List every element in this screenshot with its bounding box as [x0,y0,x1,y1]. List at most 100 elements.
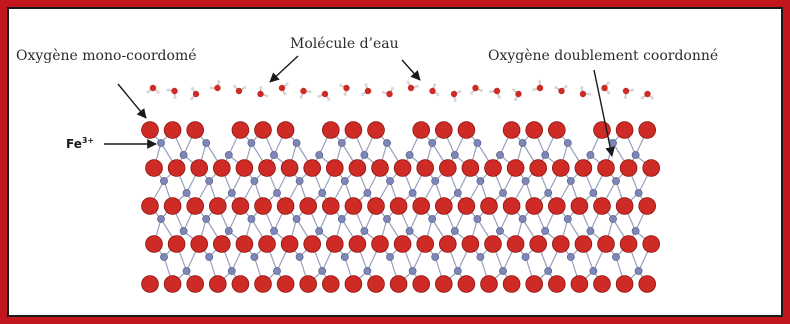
iron-atom [157,139,165,147]
iron-atom [518,139,527,147]
oxygen-atom [213,159,231,177]
iron-atom [476,253,485,261]
oxygen-atom [393,235,412,253]
water-molecule [299,87,312,99]
oxygen-atom [367,121,385,139]
water-hydrogen [458,89,462,94]
iron-atom [450,227,459,235]
water-oxygen [644,90,651,98]
water-hydrogen [156,90,160,94]
oxygen-atom [367,275,385,293]
oxygen-atom [480,275,498,293]
oxygen-atom [412,197,431,215]
arrow-doubly-coordinated-oxygen [593,69,615,157]
water-hydrogen [327,97,331,101]
water-hydrogen [339,83,343,87]
water-molecule [532,80,544,92]
arrow-water-molecule-left [269,55,299,83]
water-molecule [360,83,372,96]
oxygen-atom [461,235,480,253]
oxygen-atom [615,197,634,215]
iron-atoms [157,139,643,275]
iron-atom [589,189,598,197]
iron-atom [386,177,394,185]
iron-atom [202,215,211,223]
oxygen-atom [547,275,566,293]
water-hydrogen [564,84,568,89]
oxygen-atom [321,121,340,139]
iron-atom [160,177,168,185]
iron-atom [295,177,304,185]
label-fe3-ion: Fe3+ [66,136,94,151]
water-oxygen [536,84,544,92]
iron-atom [566,253,575,261]
water-hydrogen [470,91,474,95]
water-hydrogen [630,88,634,92]
oxygen-atom [254,275,272,293]
iron-atom [292,139,301,147]
water-molecule [190,87,200,101]
oxygen-atom [642,159,660,177]
water-molecule [470,84,483,95]
iron-atom [612,177,620,185]
oxygen-atom [303,159,322,177]
fe-symbol: Fe [66,137,82,151]
water-molecule [166,87,178,99]
oxygen-atom [348,235,367,253]
water-molecule [450,89,462,102]
water-molecule [339,83,350,96]
oxygen-atom [254,121,272,139]
iron-atom [473,215,482,223]
oxygen-atom [619,159,638,177]
iron-atom [363,267,372,275]
iron-atom [631,227,640,235]
oxygen-atom [348,159,367,177]
iron-atom [247,139,256,147]
oxygen-atom [484,159,502,177]
water-molecule [209,80,221,92]
water-oxygen [300,87,307,95]
iron-atom [273,267,281,275]
water-hydrogen [453,98,457,102]
iron-atom [476,177,485,185]
oxygen-atom [502,121,521,139]
iron-atom [205,253,214,261]
iron-atom [518,215,527,223]
oxygen-atom [506,159,525,177]
oxygen-atom [141,197,159,215]
iron-atom [544,267,553,275]
water-hydrogen [173,95,177,99]
fe-charge: 3+ [81,136,95,145]
iron-atom [202,139,211,147]
oxygen-atom [525,197,543,215]
iron-atom [315,151,324,159]
label-water-molecule: Molécule d’eau [290,36,399,52]
water-hydrogen [233,84,237,88]
water-hydrogen [538,80,542,84]
oxygen-atom [502,275,521,293]
water-oxygen [149,84,157,92]
iron-atom [273,189,281,197]
oxygen-atom [438,159,457,177]
water-molecules [146,80,655,102]
iron-atom [634,189,643,197]
water-oxygen [386,90,393,98]
water-hydrogen [265,94,269,98]
iron-atom [586,151,595,159]
oxygen-atom [280,235,299,253]
iron-atom [453,267,462,275]
water-hydrogen [415,84,419,88]
oxygen-atom [190,159,209,177]
iron-atom [157,215,165,223]
water-oxygen [579,90,587,98]
water-hydrogen [606,81,610,85]
water-oxygen [278,84,286,92]
water-hydrogen [532,88,536,92]
water-oxygen [558,87,565,95]
iron-atom [360,227,369,235]
oxygen-atom [593,275,611,293]
oxygen-atom [412,121,431,139]
iron-atom [566,177,575,185]
iron-atom [431,253,440,261]
